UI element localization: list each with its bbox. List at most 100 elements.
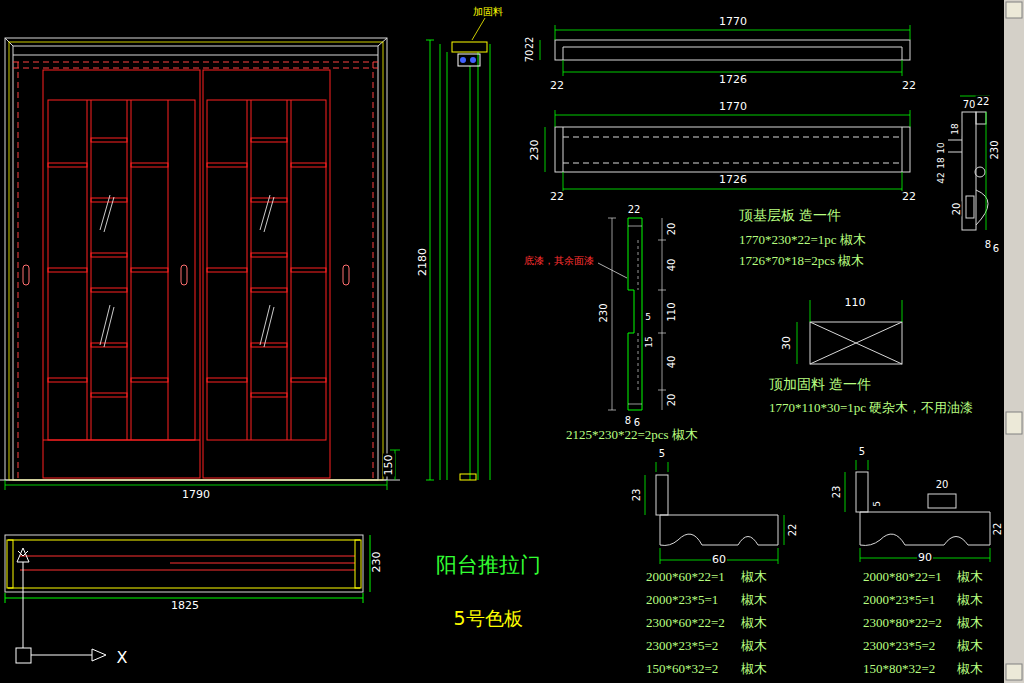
drawing-line [426, 40, 434, 41]
note-text: 2300*23*5=2 [862, 639, 936, 653]
dimension-text: 2180 [417, 247, 429, 277]
drawing-rect [962, 112, 976, 230]
dimension-text: 5 [873, 500, 883, 508]
drawing-rect [555, 127, 910, 172]
drawing-rect [43, 70, 200, 478]
dimension-text: 23 [631, 488, 642, 503]
dimension-text: 10 [937, 141, 947, 154]
drawing-line [264, 307, 274, 347]
dimension-text: 230 [989, 139, 1000, 160]
drawing-g [797, 300, 902, 364]
drawing-rect [251, 343, 287, 347]
note-text: 2300*60*22=2 [645, 616, 726, 630]
dimension-text: 20 [935, 479, 950, 490]
dimension-text: 5 [644, 313, 652, 323]
drawing-rect [291, 378, 326, 382]
drawing-line [170, 563, 355, 564]
note-text: 椒木 [740, 570, 768, 584]
drawing-rect [460, 474, 476, 480]
dimension-text: 1825 [170, 600, 200, 612]
note-text: 椒木 [956, 570, 984, 584]
drawing-line [668, 462, 669, 472]
drawing-line [628, 404, 642, 405]
drawing-rect [656, 475, 668, 515]
drawing-rect [5, 38, 387, 480]
drawing-rect [48, 100, 195, 440]
drawing-rect [48, 378, 87, 382]
drawing-line [490, 44, 491, 480]
drawing-rect [1006, 664, 1022, 680]
dimension-text: 230 [371, 551, 383, 574]
drawing-line [645, 475, 646, 515]
drawing-line [555, 115, 910, 116]
drawing-circle [975, 167, 985, 177]
dimension-text: 230 [529, 139, 541, 162]
dimension-text: 1790 [181, 489, 211, 501]
drawing-rect [23, 265, 29, 285]
drawing-rect [91, 288, 127, 292]
drawing-line [91, 100, 92, 440]
drawing-line [902, 127, 903, 172]
note-text: 150*60*32=2 [645, 662, 719, 676]
drawing-rect [91, 138, 127, 142]
drawing-rect [9, 42, 383, 480]
drawing-rect [207, 163, 247, 167]
note-text: 2125*230*22=2pcs 椒木 [565, 428, 699, 442]
note-text: 2000*23*5=1 [862, 593, 936, 607]
drawing-line [910, 25, 911, 40]
drawing-g [856, 472, 990, 545]
dimension-text: 18 [951, 122, 961, 135]
dimension-text: 40 [666, 258, 677, 273]
drawing-line [662, 218, 663, 410]
drawing-line [555, 30, 910, 31]
drawing-line [563, 172, 564, 193]
dimension-text: 6 [992, 243, 1000, 254]
dimension-text: 22 [976, 96, 991, 107]
dimension-text: 1770 [718, 101, 748, 113]
drawing-g [13, 62, 378, 478]
note-text: 2000*60*22=1 [645, 570, 726, 584]
dimension-text: 18 [937, 156, 947, 169]
drawing-g [948, 112, 988, 230]
drawing-line [540, 40, 541, 60]
drawing-rect [1006, 412, 1022, 434]
drawing-rect [452, 42, 487, 52]
dimension-text: 42 [937, 171, 947, 184]
drawing-line [990, 548, 991, 562]
dimension-text: 20 [666, 393, 677, 408]
note-text: 椒木 [956, 616, 984, 630]
dimension-text: 60 [711, 554, 727, 566]
drawing-line [260, 195, 270, 230]
drawing-line [608, 410, 616, 411]
drawing-line [598, 263, 627, 278]
drawing-line [628, 226, 642, 227]
drawing-g [5, 38, 387, 480]
drawing-g [545, 110, 910, 193]
drawing-line [563, 72, 902, 73]
drawing-line [868, 460, 869, 470]
drawing-line [797, 322, 798, 364]
drawing-rect [207, 378, 247, 382]
note-text: 椒木 [740, 639, 768, 653]
drawing-line [23, 551, 28, 556]
drawing-rect [251, 393, 287, 397]
drawing-line [902, 172, 903, 193]
drawing-line [287, 100, 288, 440]
dimension-text: 30 [781, 335, 793, 351]
drawing-rect [966, 196, 974, 218]
drawing-g [100, 195, 274, 347]
drawing-line [612, 218, 613, 410]
dimension-text: 150 [383, 454, 395, 477]
dimension-text: 22 [901, 191, 917, 203]
drawing-line [5, 598, 363, 599]
drawing-g [426, 40, 490, 480]
drawing-g [43, 70, 200, 478]
drawing-g [608, 218, 666, 410]
dimension-text: 5 [658, 448, 666, 459]
note-text: 椒木 [956, 593, 984, 607]
dimension-text: 20 [666, 222, 677, 237]
drawing-g [16, 548, 106, 663]
drawing-rect [928, 494, 956, 508]
drawing-line [478, 52, 479, 480]
drawing-line [658, 333, 666, 334]
